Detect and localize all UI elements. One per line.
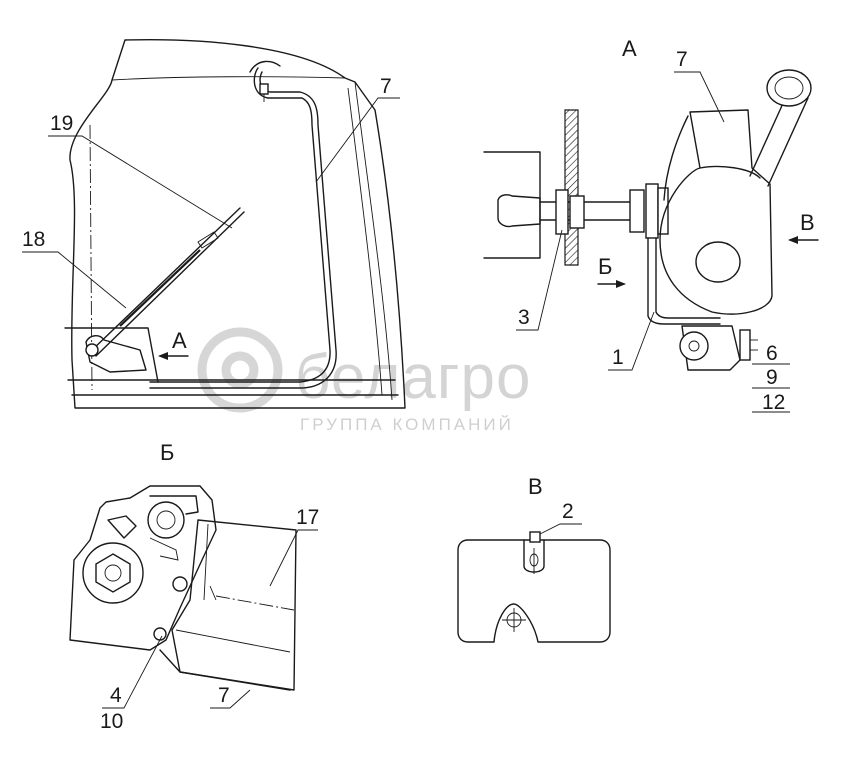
- cab-window-view: А 19 18 7: [22, 39, 406, 409]
- callout-10: 10: [100, 710, 123, 733]
- motor-shaft-icon: [695, 241, 741, 283]
- cab-roof-line: [111, 76, 346, 81]
- mounting-plate: [457, 539, 611, 643]
- nut-left: [569, 195, 585, 229]
- shaft-housing: [483, 151, 541, 259]
- view-v-title: В: [528, 474, 543, 499]
- leader-1: [608, 311, 655, 371]
- bolt-head: [739, 329, 751, 361]
- leader-7-a: [674, 71, 725, 123]
- stud-2: [529, 531, 541, 543]
- leader-17: [269, 529, 318, 587]
- panel-section: [564, 109, 579, 266]
- view-a-title: А: [622, 36, 637, 61]
- leader-3: [516, 229, 563, 331]
- callout-4: 4: [110, 684, 122, 707]
- tube-end-icon: [766, 69, 812, 107]
- watermark-logo-inner: [221, 351, 259, 389]
- view-a: А Б В: [483, 36, 819, 414]
- watermark-logo-icon: [197, 327, 283, 413]
- gear-bracket: [69, 485, 217, 651]
- arrow-a-head-icon: [158, 352, 168, 360]
- arrow-v-label: В: [800, 210, 815, 235]
- wiper-blade: [119, 249, 201, 327]
- washer-nozzle: [259, 83, 269, 95]
- callout-17: 17: [296, 506, 319, 529]
- wiper-motor: [85, 335, 147, 373]
- leader-18: [22, 251, 127, 309]
- cab-pillar-line: [354, 81, 393, 401]
- arrow-b-label: Б: [598, 254, 612, 279]
- view-b: Б 17 4 10 7: [69, 440, 319, 733]
- motor-tube-right: [767, 97, 809, 187]
- callout-18: 18: [22, 228, 45, 251]
- wiper-arm: [89, 207, 241, 353]
- washer-hose-top: [249, 60, 281, 73]
- motor-axis: [215, 595, 295, 611]
- callout-19: 19: [50, 112, 73, 135]
- view-b-title: Б: [160, 440, 174, 465]
- view-v: В 2: [457, 474, 611, 643]
- nut-right: [629, 189, 645, 233]
- callout-9: 9: [766, 366, 778, 389]
- arrow-b-head-icon: [616, 280, 626, 288]
- callout-1: 1: [612, 346, 624, 369]
- clamp-bolt-icon: [679, 331, 709, 361]
- motor-housing-17: [171, 519, 297, 691]
- callout-12: 12: [762, 391, 785, 414]
- big-nut-icon: [95, 553, 131, 593]
- arrow-v-head-icon: [788, 236, 798, 244]
- watermark-brand: белагро: [295, 343, 531, 412]
- lower-panel-edge: [64, 327, 159, 383]
- leader-7-b: [210, 689, 251, 709]
- shaft-end: [497, 194, 541, 228]
- callout-3: 3: [518, 306, 530, 329]
- callout-7-a: 7: [676, 48, 688, 71]
- arrow-a-label: А: [172, 328, 187, 353]
- leader-7-main: [315, 97, 400, 183]
- window-frame-outer: [149, 67, 331, 383]
- callout-7-b: 7: [218, 684, 230, 707]
- leader-2: [539, 523, 582, 535]
- motor-body: [659, 109, 773, 315]
- big-nut-washer: [82, 542, 144, 604]
- leader-4: [102, 635, 163, 709]
- callout-2: 2: [562, 500, 574, 523]
- bracket: [647, 237, 721, 325]
- leader-19: [48, 135, 233, 229]
- lower-screw-icon: [153, 627, 167, 641]
- clamp: [681, 325, 741, 371]
- upper-pivot: [147, 501, 185, 539]
- flange-plate: [645, 183, 659, 239]
- wiper-pivot-icon: [85, 343, 99, 357]
- washer-left: [555, 189, 569, 235]
- small-screw-icon: [172, 576, 188, 592]
- cab-outline: [69, 39, 406, 409]
- callout-7-main: 7: [380, 75, 392, 98]
- callout-6: 6: [766, 342, 778, 365]
- watermark-tagline: ГРУППА КОМПАНИЙ: [300, 415, 514, 434]
- watermark: белагро ГРУППА КОМПАНИЙ: [197, 327, 531, 434]
